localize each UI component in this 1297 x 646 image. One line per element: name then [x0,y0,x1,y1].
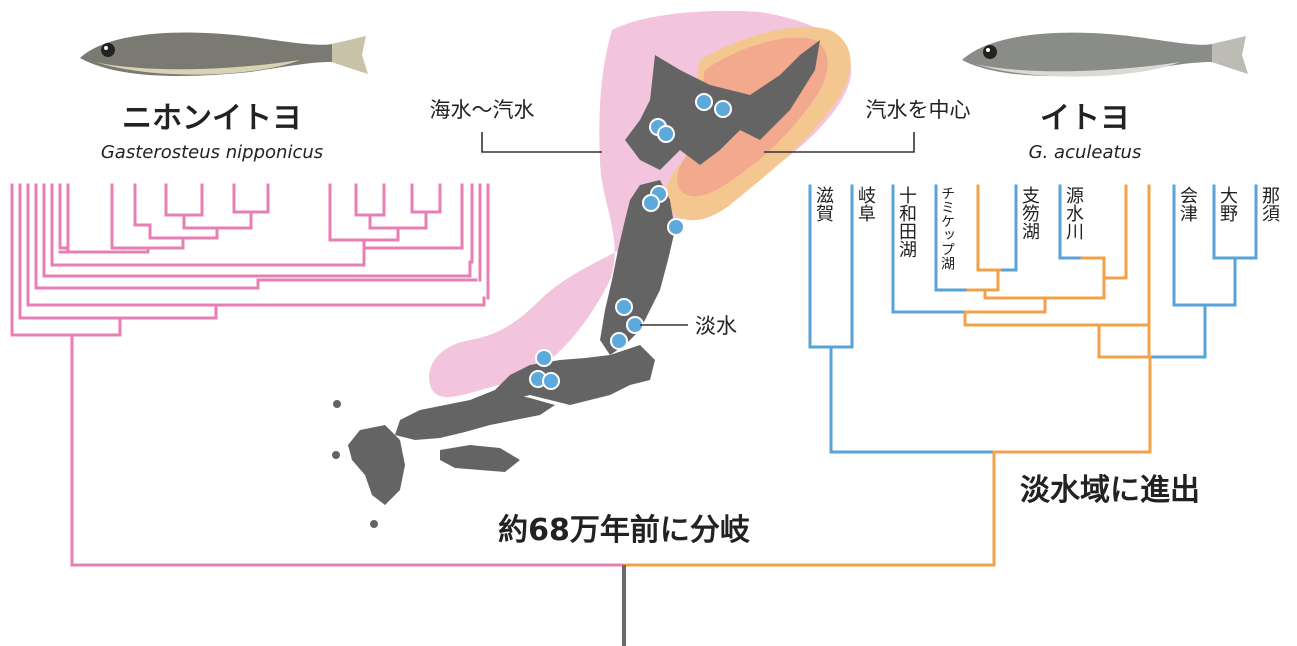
island-dot [332,451,340,459]
right-species-name-sci: G. aculeatus [1029,142,1142,163]
right-tree [622,184,1258,567]
site-dot [542,372,560,390]
site-dot [667,218,685,236]
sampling-sites [529,93,732,390]
population-label: 滋賀 [813,186,834,222]
left-species-name-sci: Gasterosteus nipponicus [101,142,323,163]
left-species-name-jp: ニホンイトヨ [122,101,302,136]
site-dot [657,125,675,143]
site-dot [695,93,713,111]
kyushu [348,425,405,505]
right-species-name-jp: イトヨ [1040,101,1130,136]
population-label: 大野 [1217,186,1238,222]
population-label: 岐阜 [855,186,876,222]
fish-left-icon [80,32,368,77]
fish-right-icon [962,32,1248,77]
population-label: 会津 [1177,186,1198,222]
freshwater-entry-label: 淡水域に進出 [1020,473,1200,508]
shikoku [440,445,520,472]
site-dot [535,349,553,367]
habitat-label-right: 汽水を中心 [866,98,971,122]
site-dot [615,298,633,316]
pink-tree [10,183,626,567]
population-label: チミケップ湖 [939,186,955,270]
population-label: 源水川 [1063,186,1084,240]
island-dot [370,520,378,528]
honshu-west [395,390,555,440]
island-dot [333,400,341,408]
site-dot [610,332,628,350]
divergence-label: 約68万年前に分岐 [498,513,750,548]
population-label: 支笏湖 [1019,186,1040,240]
site-dot [642,194,660,212]
habitat-label-freshwater: 淡水 [695,314,737,338]
site-dot [714,100,732,118]
habitat-label-left: 海水〜汽水 [430,98,535,122]
population-label: 那須 [1259,186,1280,222]
population-label: 十和田湖 [896,186,917,258]
honshu-central [495,345,655,405]
callout-lines [481,132,915,326]
